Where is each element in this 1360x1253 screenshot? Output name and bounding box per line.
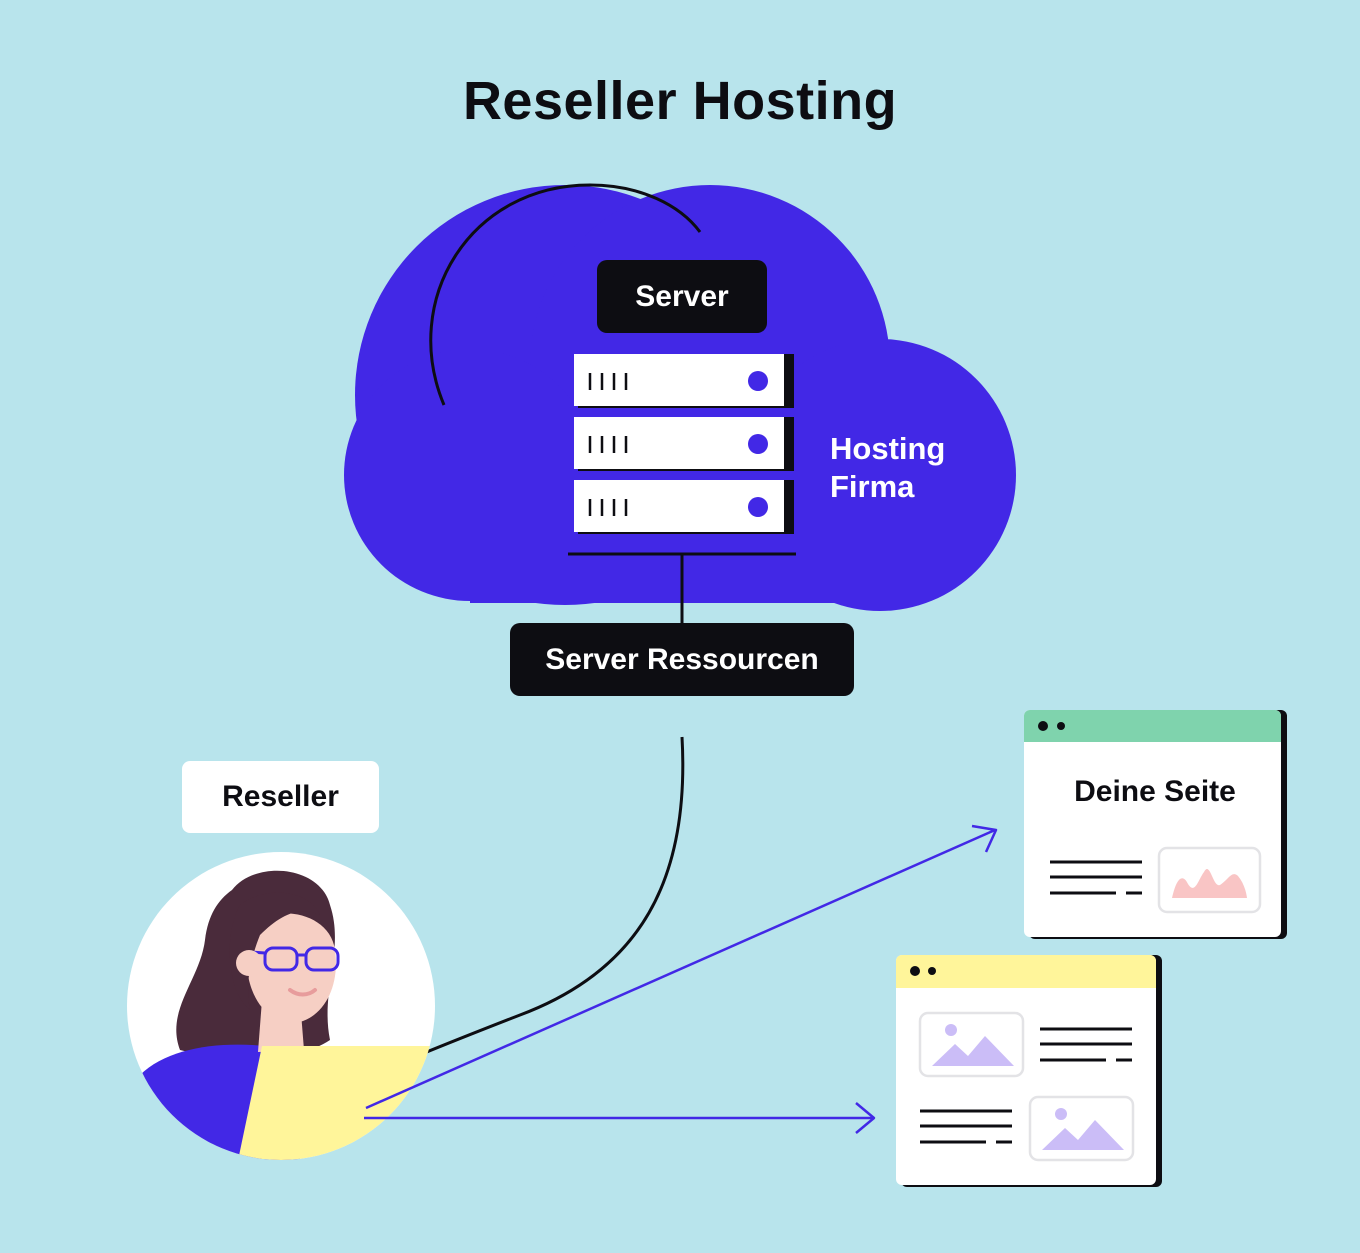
server-rack-icon bbox=[568, 354, 796, 624]
text-lines bbox=[920, 1109, 1012, 1144]
server-resources-label: Server Ressourcen bbox=[510, 623, 854, 696]
page-title: Reseller Hosting bbox=[462, 71, 898, 131]
hosting-company-label: Hosting Firma bbox=[830, 430, 945, 506]
hosting-company-line1: Hosting bbox=[830, 431, 946, 466]
reseller-to-second-site-arrow bbox=[364, 1102, 876, 1134]
text-lines bbox=[1050, 860, 1142, 895]
server-unit bbox=[574, 354, 794, 408]
person-avatar-icon bbox=[127, 852, 435, 1160]
reseller-label: Reseller bbox=[182, 761, 379, 833]
your-site-title: Deine Seite bbox=[1074, 775, 1236, 808]
area-chart-icon bbox=[1157, 846, 1262, 914]
image-placeholder-icon bbox=[1028, 1095, 1135, 1162]
image-placeholder-icon bbox=[918, 1011, 1025, 1078]
hosting-company-line2: Firma bbox=[830, 469, 915, 504]
text-lines bbox=[1040, 1027, 1132, 1062]
server-unit bbox=[574, 480, 794, 534]
server-unit bbox=[574, 417, 794, 471]
reseller-to-site-arrow bbox=[365, 824, 998, 1110]
browser-window-icon bbox=[1024, 710, 1287, 939]
browser-window-icon bbox=[896, 955, 1162, 1187]
server-label: Server bbox=[597, 260, 767, 333]
